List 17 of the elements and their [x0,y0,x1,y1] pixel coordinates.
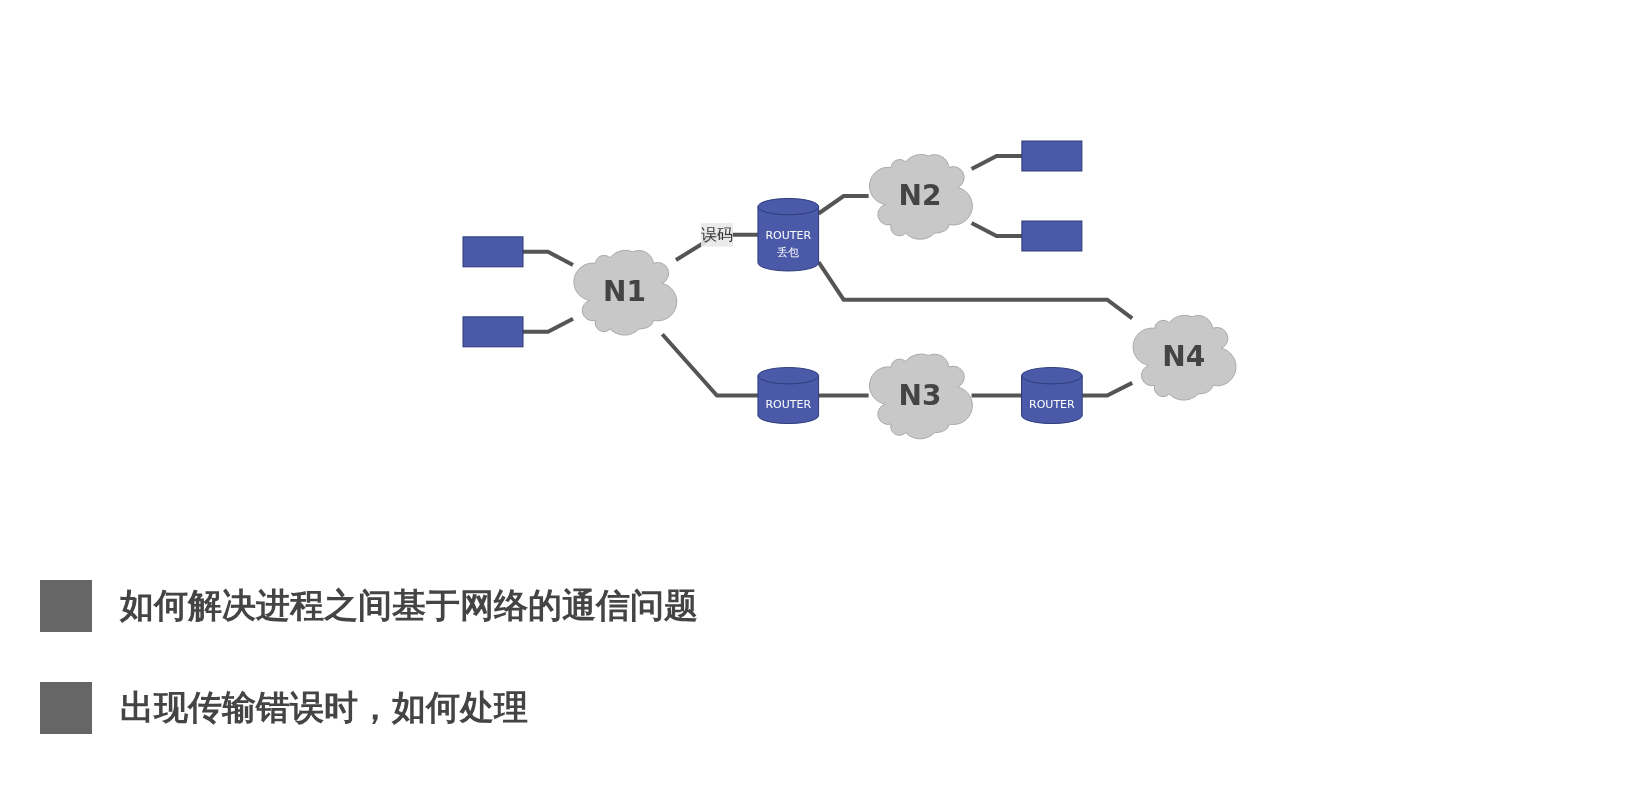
connector [523,249,575,267]
connector [819,393,870,398]
node-box [1021,220,1083,252]
connector [817,194,870,216]
node-box [463,316,524,348]
node-box [463,236,524,268]
connector [971,154,1023,171]
connector [1082,381,1134,398]
node-box [1021,140,1083,172]
bullet-text: 出现传输错误时，如何处理 [120,686,528,729]
bullet-text: 如何解决进程之间基于网络的通信问题 [120,584,698,627]
connector [971,221,1023,239]
connector [523,317,575,334]
connector [661,333,759,398]
connector [972,393,1023,398]
connector [817,261,1134,321]
edge-label: 误码 [701,224,734,244]
